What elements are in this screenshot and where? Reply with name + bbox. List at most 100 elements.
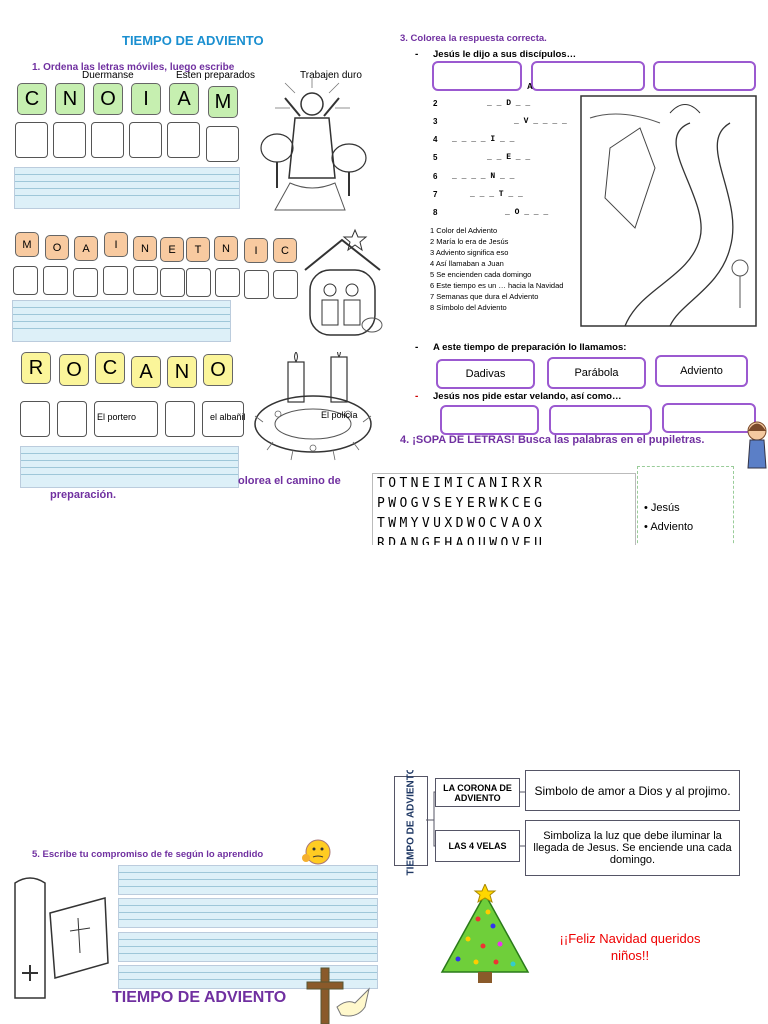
answer-box[interactable] [94,401,158,437]
answer-option-box[interactable] [531,61,645,91]
crossword-row[interactable]: _ O _ _ _ [505,208,549,217]
question-3b: A este tiempo de preparación lo llamamos… [433,342,627,353]
letter-tile[interactable]: O [203,354,233,386]
answer-box[interactable] [91,122,124,158]
writing-lines[interactable] [118,865,378,895]
answer-box[interactable] [20,401,50,437]
answer-box[interactable] [167,122,200,158]
letter-tile[interactable]: N [214,236,238,261]
answer-option-box[interactable] [432,61,522,91]
advent-wreath-illustration [254,352,372,461]
letter-tile[interactable]: O [59,354,89,386]
map-vertical-title: TIEMPO DE ADVIENTO [394,770,428,875]
crossword-row[interactable]: _ _ D _ _ [487,99,531,108]
answer-box[interactable] [165,401,195,437]
crossword-number: 2 [433,99,438,108]
answer-box[interactable] [15,122,48,158]
page-1: TIEMPO DE ADVIENTO 1. Ordena las letras … [12,33,767,545]
answer-box[interactable] [73,268,98,297]
jesus-illustration [260,78,367,211]
page-2: 5. Escribe tu compromiso de fe según lo … [0,770,768,1024]
option-adviento[interactable]: Adviento [655,355,748,387]
answer-box[interactable] [129,122,162,158]
letter-tile[interactable]: M [15,232,39,257]
answer-box[interactable] [133,266,158,295]
letter-tile[interactable]: N [55,83,85,115]
crossword-number: 6 [433,172,438,181]
letter-tile[interactable]: I [104,232,128,257]
letter-tile[interactable]: E [160,237,184,262]
word-search-row[interactable]: TOTNEIMICANIRXR [377,476,546,491]
crossword-row[interactable]: _ _ _ T _ _ [470,190,523,199]
letter-tile[interactable]: A [131,356,161,388]
answer-box[interactable] [215,268,240,297]
word-search-grid[interactable]: TOTNEIMICANIRXR PWOGVSEYERWKCEG TWMYVUXD… [372,473,636,545]
answer-option-box[interactable] [653,61,756,91]
answer-box[interactable] [160,268,185,297]
word-list-item: • Adviento [644,521,694,533]
dash: - [415,342,419,353]
question-3c: Jesús nos pide estar velando, así como… [433,391,622,402]
answer-option-box[interactable] [662,403,756,433]
christmas-tree-icon [440,884,530,983]
question-5: 5. Escribe tu compromiso de fe según lo … [32,849,264,860]
thinking-emoji-icon [302,839,331,865]
clue: 3 Adviento significa eso [430,248,509,257]
writing-lines[interactable] [20,446,239,488]
word-search-row[interactable]: TWMYVUXDWOCVAOX [377,516,546,531]
answer-box[interactable] [202,401,244,437]
crossword-number: 5 [433,153,438,162]
answer-option-box[interactable] [440,405,539,435]
option-parabola[interactable]: Parábola [547,357,646,389]
map-desc-velas: Simboliza la luz que debe iluminar la ll… [525,820,740,876]
answer-box[interactable] [206,126,239,162]
writing-lines[interactable] [118,898,378,928]
letter-tile[interactable]: C [95,352,125,384]
letter-tile[interactable]: N [167,356,197,388]
page-title: TIEMPO DE ADVIENTO [122,33,264,48]
option-dadivas[interactable]: Dadivas [436,359,535,389]
answer-box[interactable] [57,401,87,437]
crossword-row[interactable]: _ _ _ _ N _ _ [452,172,515,181]
answer-box[interactable] [103,266,128,295]
answer-box[interactable] [244,270,269,299]
answer-box[interactable] [53,122,86,158]
row3-label-3: El policía [321,410,358,420]
crossword-row[interactable]: _ V _ _ _ _ [514,117,567,126]
crossword-number: 8 [433,208,438,217]
crossword-number: 4 [433,135,438,144]
letter-tile[interactable]: I [244,238,268,263]
crossword-letter: A [527,82,533,91]
letter-tile[interactable]: T [186,237,210,262]
letter-tile[interactable]: R [21,352,51,384]
writing-lines[interactable] [14,167,240,209]
answer-box[interactable] [186,268,211,297]
answer-option-box[interactable] [549,405,652,435]
answer-box[interactable] [273,270,298,299]
writing-lines[interactable] [118,932,378,962]
writing-lines[interactable] [12,300,231,342]
letter-tile[interactable]: O [45,235,69,260]
letter-tile[interactable]: C [17,83,47,115]
letter-tile[interactable]: N [133,236,157,261]
word-list-item: • Jesús [644,502,680,514]
letter-tile[interactable]: M [208,86,238,118]
letter-tile[interactable]: O [93,83,123,115]
answer-box[interactable] [43,266,68,295]
letter-tile[interactable]: I [131,83,161,115]
map-desc-corona: Simbolo de amor a Dios y al projimo. [525,770,740,811]
word-search-row[interactable]: PWOGVSEYERWKCEG [377,496,546,511]
question-4: 4. ¡SOPA DE LETRAS! Busca las palabras e… [400,434,705,446]
bible-stole-illustration [14,877,109,999]
letter-tile[interactable]: A [74,236,98,261]
christmas-greeting: ¡¡Feliz Navidad queridos niños!! [559,931,701,963]
letter-tile[interactable]: C [273,238,297,263]
crossword-row[interactable]: _ _ _ _ I _ _ [452,135,515,144]
clue: 7 Semanas que dura el Adviento [430,292,539,301]
answer-box[interactable] [13,266,38,295]
word-search-row[interactable]: RDANGEHAQUWOVEU [377,536,546,545]
crossword-row[interactable]: _ _ E _ _ [487,153,531,162]
letter-tile[interactable]: A [169,83,199,115]
word-label-3: Trabajen duro [300,70,362,81]
clue: 5 Se encienden cada domingo [430,270,532,279]
